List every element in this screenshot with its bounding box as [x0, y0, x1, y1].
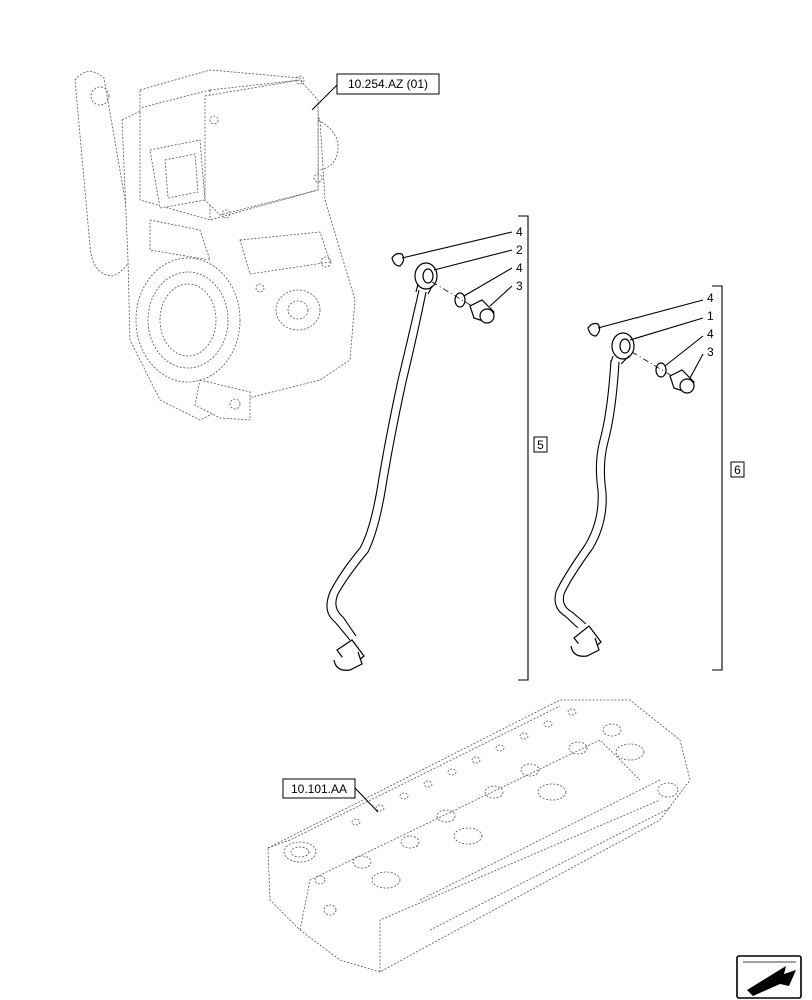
group-badge-right[interactable]: 6 [730, 461, 745, 478]
leader-left-4b [463, 267, 513, 297]
leader-left-2 [433, 249, 513, 271]
top-reference-box[interactable]: 10.254.AZ (01) [336, 73, 440, 95]
bracket-group-left [518, 215, 529, 681]
group-label-right: 6 [734, 463, 741, 477]
fuel-pipe-left [326, 262, 438, 671]
axis-left [431, 281, 473, 307]
bottom-reference-label: 10.101.AA [291, 782, 347, 796]
banjo-bolt-right [669, 369, 695, 394]
callout-right-1: 4 [707, 291, 714, 305]
leader-right-1 [629, 317, 704, 341]
bracket-group-right [712, 285, 723, 671]
top-reference-label: 10.254.AZ (01) [348, 77, 428, 91]
leader-right-3 [689, 353, 704, 379]
bottom-reference-box[interactable]: 10.101.AA [282, 778, 356, 799]
leader-left-4a [401, 231, 513, 259]
o-ring-right-lower [655, 362, 667, 378]
o-ring-right-upper [587, 322, 601, 337]
callout-left-1: 4 [516, 225, 523, 239]
group-badge-left[interactable]: 5 [533, 436, 548, 453]
callout-left-3: 4 [516, 261, 523, 275]
callout-right-3: 4 [707, 327, 714, 341]
leader-left-3 [489, 285, 513, 307]
group-label-left: 5 [537, 438, 544, 452]
callout-right-2: 1 [707, 309, 714, 323]
axis-right [631, 351, 673, 377]
o-ring-left-upper [391, 252, 405, 267]
banjo-bolt-left [469, 299, 495, 324]
injection-pump-illustration [74, 69, 356, 421]
callout-right-4: 3 [707, 345, 714, 359]
o-ring-left-lower [454, 292, 466, 308]
cylinder-head-illustration [267, 699, 691, 973]
leader-right-4a [597, 299, 704, 329]
callout-left-2: 2 [516, 243, 523, 257]
nav-arrow-icon[interactable] [736, 955, 802, 999]
fuel-pipe-right [554, 332, 635, 657]
top-reference-leader [311, 84, 338, 111]
leader-right-4b [664, 335, 704, 367]
bottom-reference-leader [354, 787, 379, 813]
callout-left-4: 3 [516, 279, 523, 293]
